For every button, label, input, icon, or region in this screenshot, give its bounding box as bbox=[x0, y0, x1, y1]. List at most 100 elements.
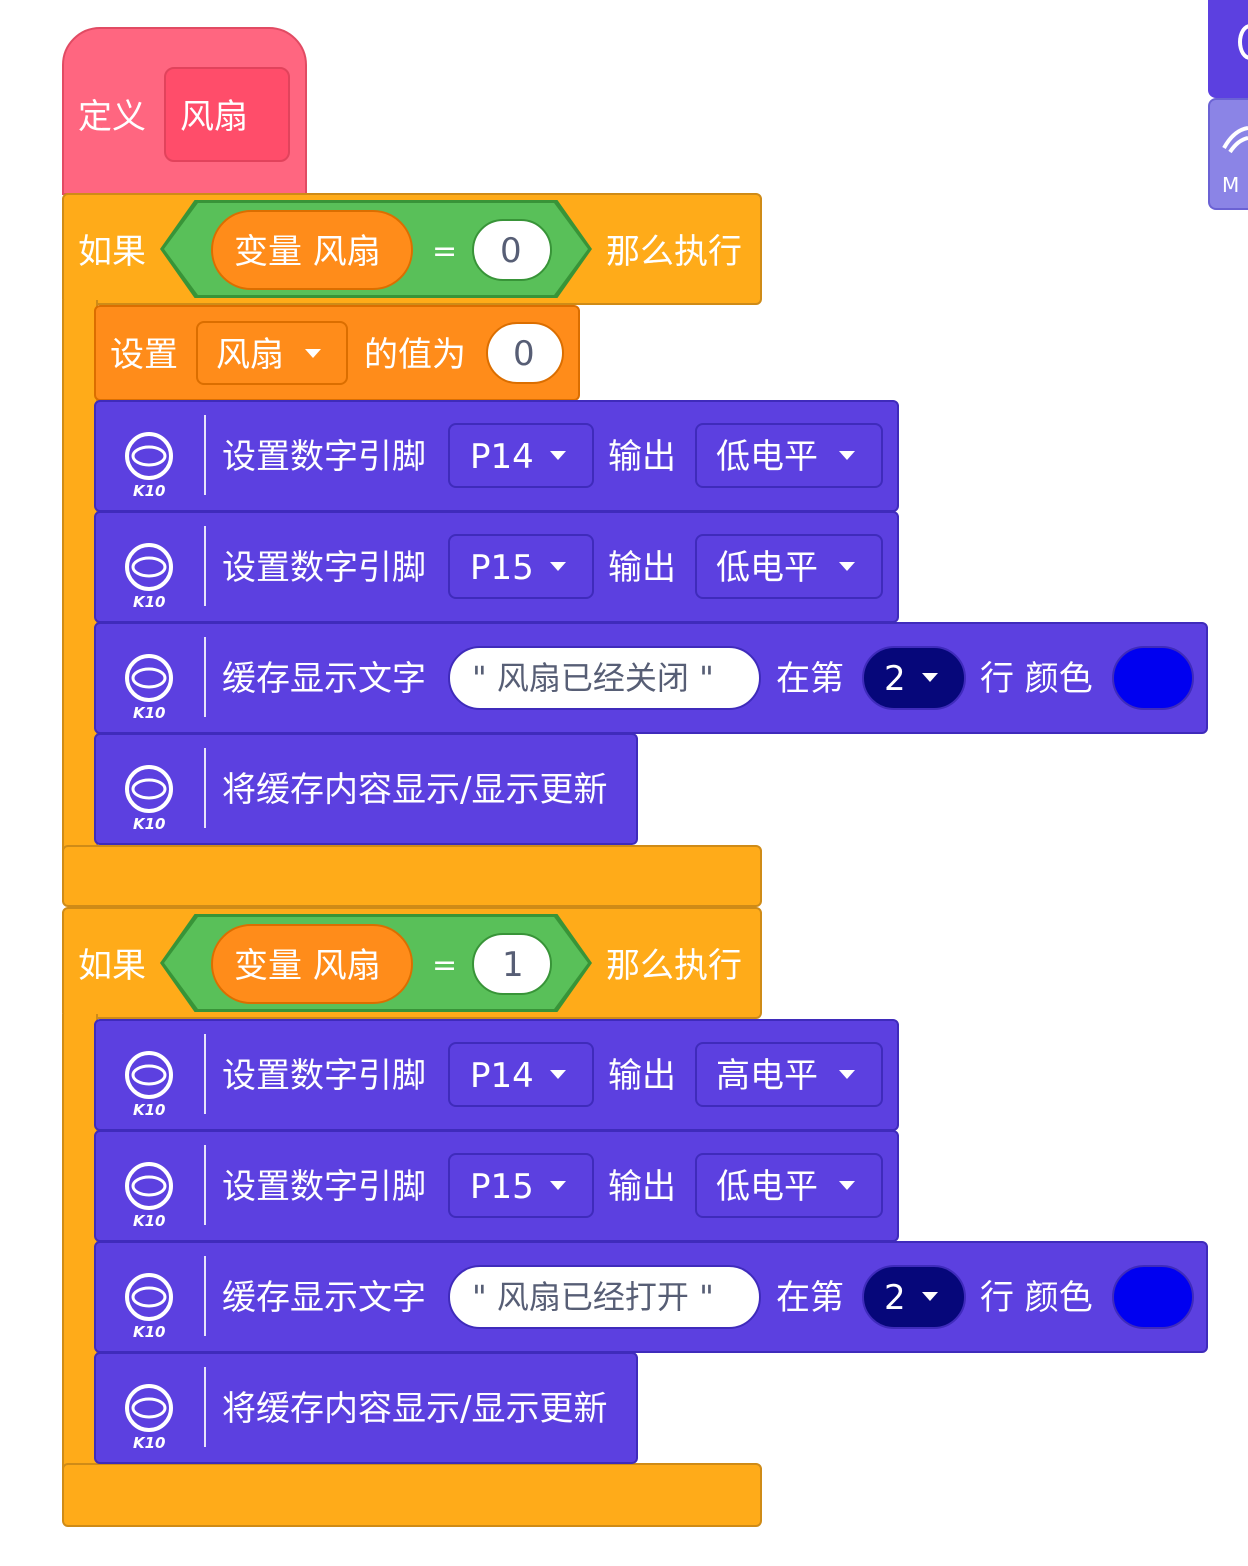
chevron-down-icon bbox=[922, 1292, 938, 1301]
k10-board-icon bbox=[125, 654, 173, 702]
separator bbox=[204, 1256, 206, 1336]
level-dropdown[interactable] bbox=[695, 1042, 883, 1107]
chevron-down-icon bbox=[550, 451, 566, 460]
k10-board-icon bbox=[125, 1384, 173, 1432]
separator bbox=[204, 526, 206, 606]
compare-value-2[interactable] bbox=[472, 933, 552, 995]
show-update-label: 将缓存内容显示/显示更新 bbox=[222, 1389, 608, 1429]
level-dropdown-text: 低电平 bbox=[716, 437, 818, 477]
k10-board-icon bbox=[125, 765, 173, 813]
compare-value-1-text: 0 bbox=[500, 231, 522, 271]
wifi-icon bbox=[1222, 126, 1248, 154]
pin-dropdown-text: P14 bbox=[470, 1056, 534, 1096]
k10-board-icon bbox=[125, 543, 173, 591]
set-value-label: 的值为 bbox=[364, 335, 466, 375]
level-dropdown-text: 低电平 bbox=[716, 548, 818, 588]
row-dropdown[interactable] bbox=[862, 1265, 966, 1329]
digital-write-label: 设置数字引脚 bbox=[222, 548, 426, 588]
k10-label: K10 bbox=[133, 593, 166, 611]
if-block-2-footer bbox=[62, 1463, 762, 1527]
k10-board-icon bbox=[125, 432, 173, 480]
k10-board-icon bbox=[125, 1162, 173, 1210]
row-label: 在第 bbox=[776, 659, 844, 699]
pin-dropdown[interactable] bbox=[448, 1153, 594, 1218]
compare-value-2-text: 1 bbox=[502, 945, 524, 985]
pin-dropdown[interactable] bbox=[448, 534, 594, 599]
buffer-text-label: 缓存显示文字 bbox=[222, 659, 426, 699]
color-label: 行 颜色 bbox=[980, 659, 1093, 699]
color-label: 行 颜色 bbox=[980, 1278, 1093, 1318]
color-picker[interactable] bbox=[1112, 1265, 1194, 1329]
pin-dropdown[interactable] bbox=[448, 1042, 594, 1107]
text-input-value: " 风扇已经关闭 " bbox=[472, 659, 714, 697]
text-input-value: " 风扇已经打开 " bbox=[472, 1278, 714, 1316]
color-picker[interactable] bbox=[1112, 646, 1194, 710]
compare-value-1[interactable] bbox=[472, 219, 552, 281]
variable-reporter-2[interactable] bbox=[211, 924, 413, 1004]
k10-label: K10 bbox=[133, 815, 166, 833]
variable-dropdown[interactable] bbox=[196, 321, 348, 385]
digital-write-label: 设置数字引脚 bbox=[222, 437, 426, 477]
output-label: 输出 bbox=[608, 548, 676, 588]
level-dropdown[interactable] bbox=[695, 534, 883, 599]
equals-op-2: = bbox=[432, 948, 458, 983]
k10-label: K10 bbox=[133, 1101, 166, 1119]
separator bbox=[204, 1145, 206, 1225]
k10-board-icon bbox=[125, 1273, 173, 1321]
pin-dropdown-text: P15 bbox=[470, 1167, 534, 1207]
k10-label: K10 bbox=[133, 704, 166, 722]
then-label-1: 那么执行 bbox=[606, 232, 742, 272]
level-dropdown[interactable] bbox=[695, 423, 883, 488]
row-dropdown[interactable] bbox=[862, 646, 966, 710]
equals-op-1: = bbox=[432, 234, 458, 269]
separator bbox=[204, 748, 206, 828]
set-value-input[interactable] bbox=[486, 322, 564, 384]
show-update-block-1[interactable] bbox=[94, 733, 638, 845]
row-dropdown-text: 2 bbox=[884, 1278, 906, 1318]
chevron-down-icon bbox=[839, 1070, 855, 1079]
show-update-block-2[interactable] bbox=[94, 1352, 638, 1464]
k10-board-icon bbox=[125, 1051, 173, 1099]
define-name: 风扇 bbox=[180, 97, 248, 137]
level-dropdown-text: 高电平 bbox=[716, 1056, 818, 1096]
chevron-down-icon bbox=[922, 673, 938, 682]
pin-dropdown-text: P15 bbox=[470, 548, 534, 588]
output-label: 输出 bbox=[608, 1167, 676, 1207]
k10-label: K10 bbox=[133, 1434, 166, 1452]
variable-reporter-1[interactable] bbox=[211, 210, 413, 290]
chevron-down-icon bbox=[839, 1181, 855, 1190]
output-label: 输出 bbox=[608, 1056, 676, 1096]
digital-write-label: 设置数字引脚 bbox=[222, 1056, 426, 1096]
buffer-text-label: 缓存显示文字 bbox=[222, 1278, 426, 1318]
separator bbox=[204, 1367, 206, 1447]
if-block-1-footer bbox=[62, 845, 762, 907]
palette-button-partial-2[interactable] bbox=[1208, 98, 1248, 210]
show-update-label: 将缓存内容显示/显示更新 bbox=[222, 770, 608, 810]
if-label-2: 如果 bbox=[78, 946, 146, 986]
level-dropdown-text: 低电平 bbox=[716, 1167, 818, 1207]
then-label-2: 那么执行 bbox=[606, 946, 742, 986]
pin-dropdown[interactable] bbox=[448, 423, 594, 488]
text-input[interactable] bbox=[448, 1265, 761, 1329]
chevron-down-icon bbox=[305, 349, 321, 358]
variable-reporter-2-label: 变量 风扇 bbox=[234, 946, 381, 986]
palette-partial-label: M bbox=[1222, 173, 1240, 197]
if-label-1: 如果 bbox=[78, 232, 146, 272]
chevron-down-icon bbox=[550, 562, 566, 571]
chevron-down-icon bbox=[839, 451, 855, 460]
if-block-1-arm bbox=[62, 300, 98, 860]
chevron-down-icon bbox=[550, 1070, 566, 1079]
k10-label: K10 bbox=[133, 482, 166, 500]
output-label: 输出 bbox=[608, 437, 676, 477]
separator bbox=[204, 415, 206, 495]
row-label: 在第 bbox=[776, 1278, 844, 1318]
text-input[interactable] bbox=[448, 646, 761, 710]
define-name-param[interactable] bbox=[164, 67, 290, 162]
separator bbox=[204, 637, 206, 717]
k10-label: K10 bbox=[133, 1212, 166, 1230]
define-keyword: 定义 bbox=[78, 97, 146, 137]
digital-write-label: 设置数字引脚 bbox=[222, 1167, 426, 1207]
chevron-down-icon bbox=[839, 562, 855, 571]
set-variable-label: 设置 bbox=[110, 335, 178, 375]
k10-label: K10 bbox=[133, 1323, 166, 1341]
